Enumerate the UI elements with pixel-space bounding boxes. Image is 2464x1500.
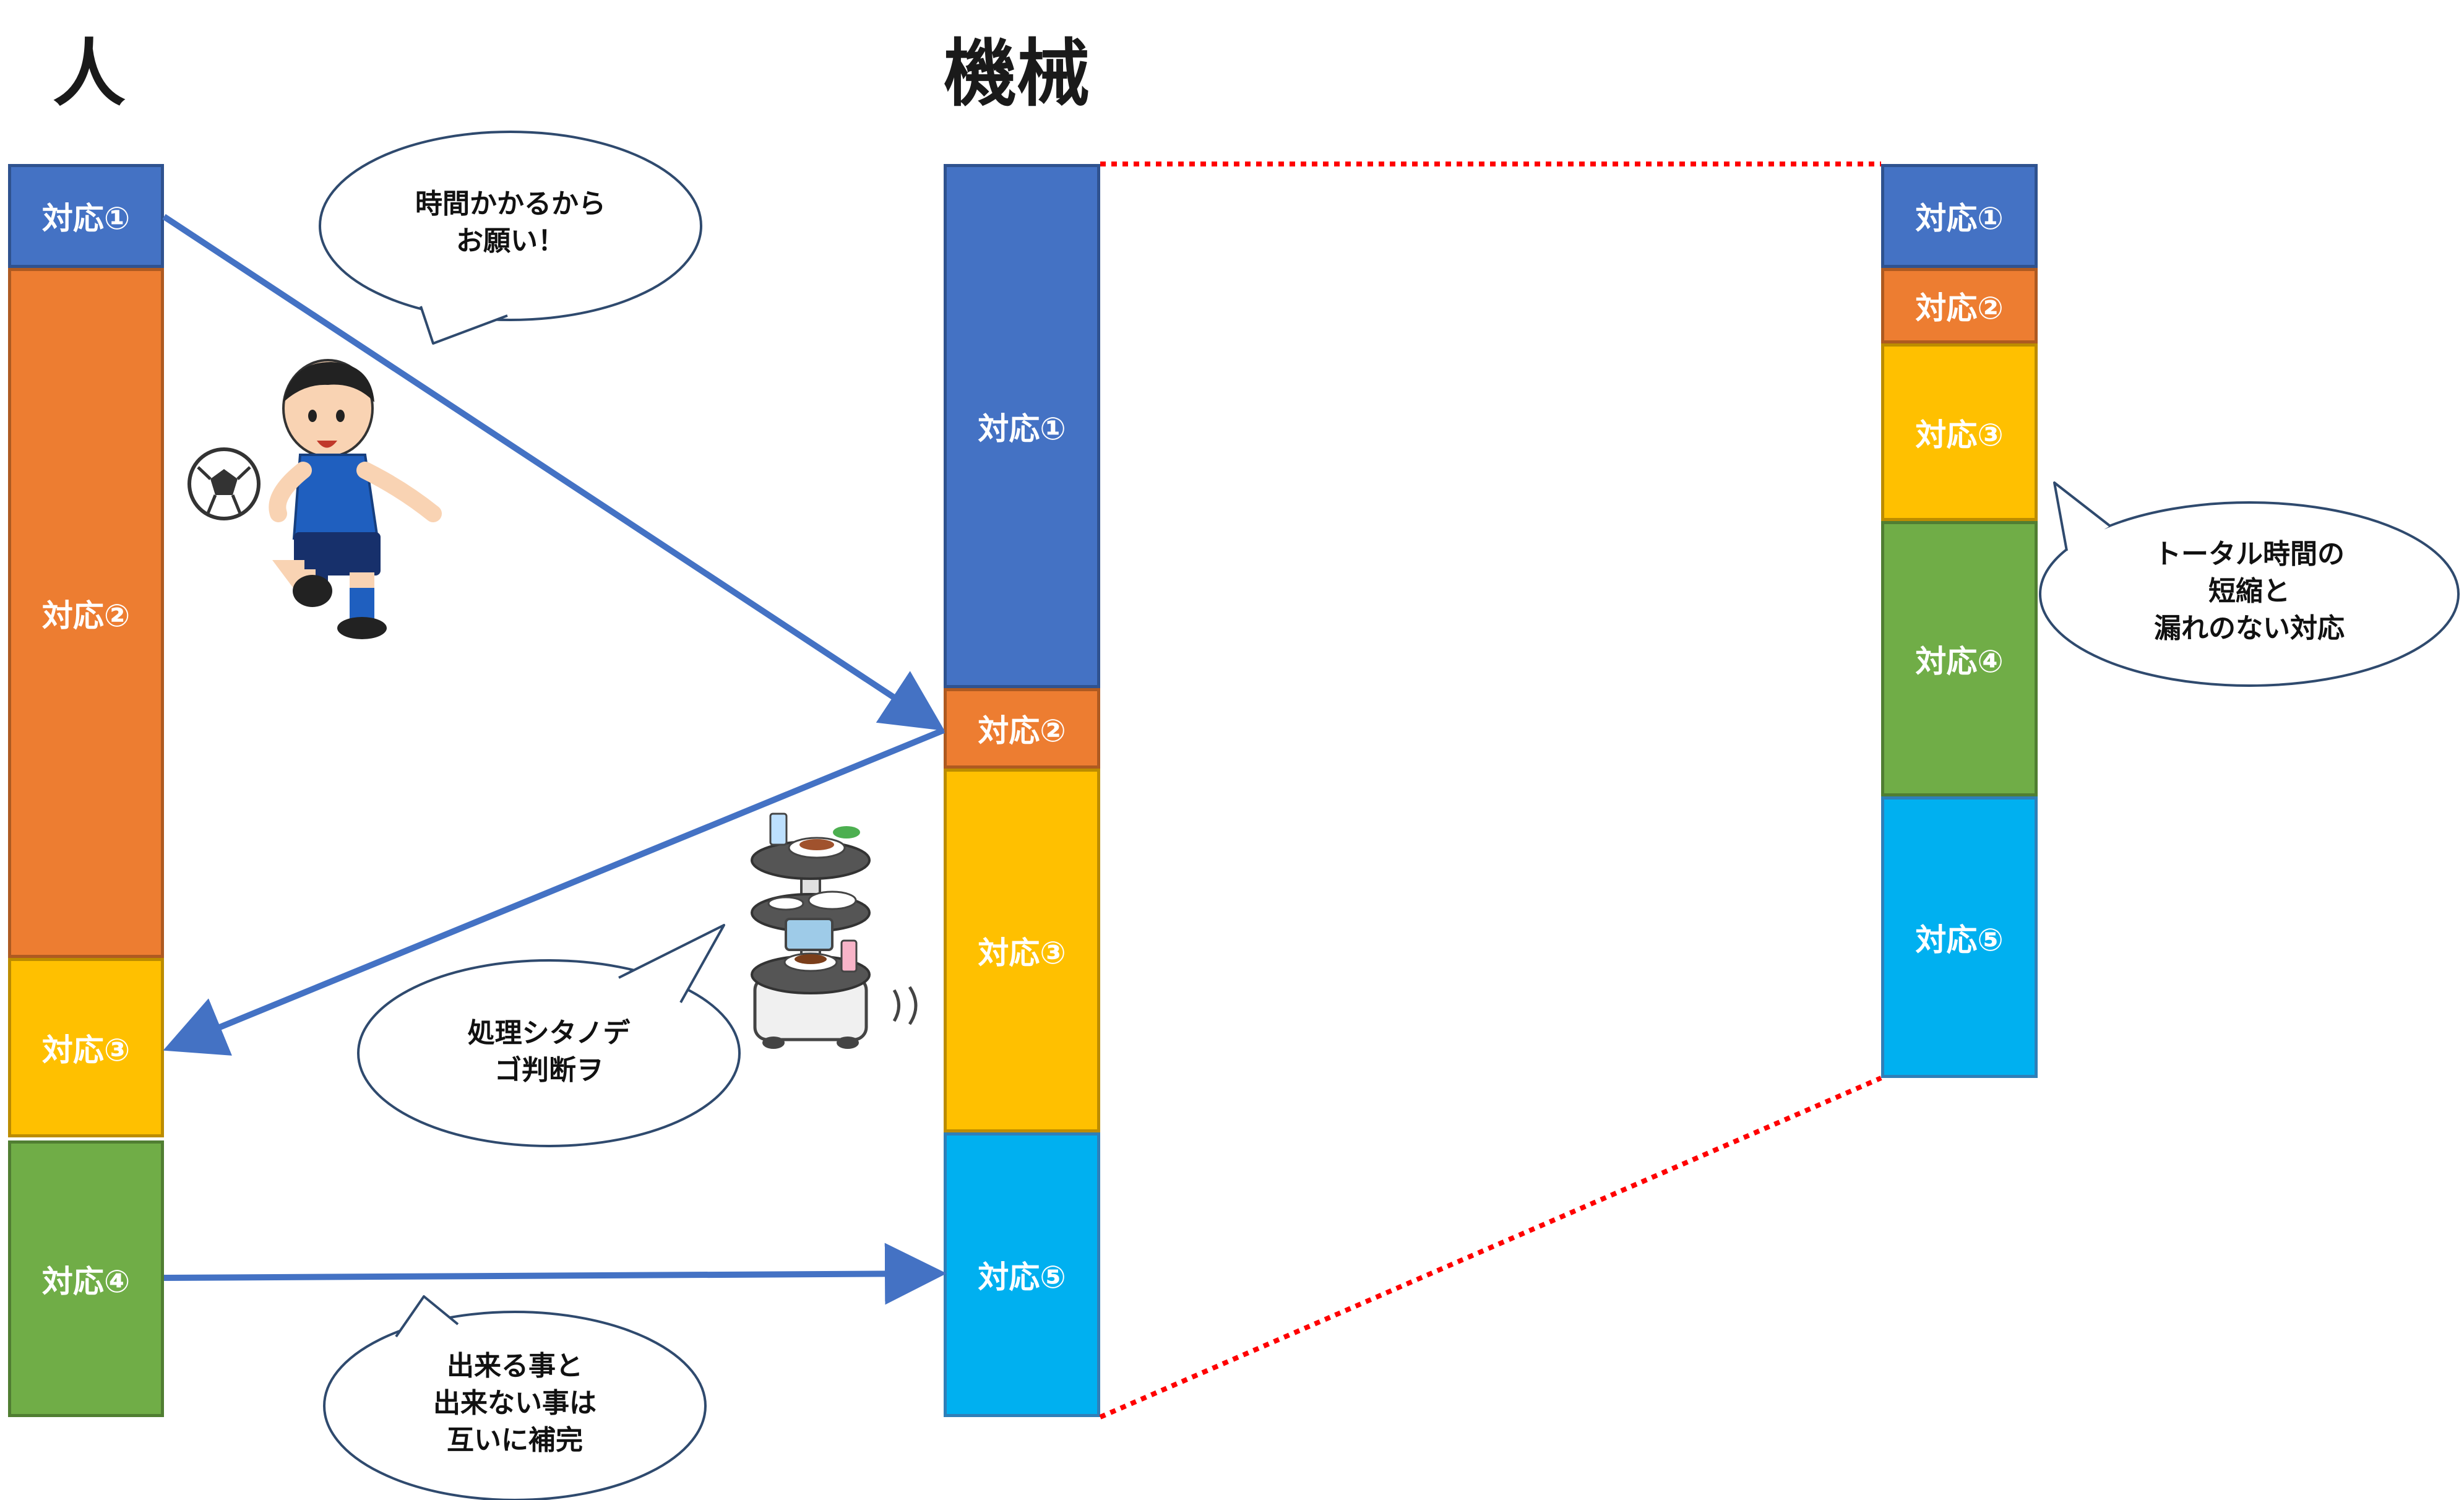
result-task-1: 対応① [1881, 164, 2038, 268]
bubble-robot-text: 処理シタノデ ゴ判断ヲ [420, 1015, 678, 1089]
bubble-line: 互いに補完 [447, 1425, 583, 1456]
bubble-line: ゴ判断ヲ [494, 1054, 603, 1086]
result-task-5: 対応⑤ [1881, 796, 2038, 1078]
speech-bubble-time-request [319, 131, 702, 345]
machine-task-1: 対応① [944, 164, 1100, 688]
result-task-3: 対応③ [1881, 343, 2038, 521]
speech-bubble-complement [323, 1295, 707, 1500]
bubble-time-request-text: 時間かかるから お願い！ [382, 186, 639, 260]
result-task-2: 対応② [1881, 268, 2038, 343]
machine-task-5: 対応⑤ [944, 1132, 1100, 1417]
machine-task-3: 対応③ [944, 769, 1100, 1132]
result-task-4: 対応④ [1881, 521, 2038, 796]
human-title: 人 [53, 31, 126, 116]
human-task-3: 対応③ [8, 958, 164, 1137]
machine-task-2: 対応② [944, 688, 1100, 769]
speech-bubble-summary [2039, 481, 2460, 687]
bubble-line: 短縮と [2208, 575, 2290, 607]
bubble-line: 処理シタノデ [467, 1017, 631, 1049]
bubble-line: 漏れのない対応 [2154, 613, 2345, 644]
speech-bubble-robot [357, 924, 741, 1147]
serving-robot-icon [751, 812, 918, 1049]
bubble-line: 出来る事と [447, 1350, 583, 1382]
human-task-4: 対応④ [8, 1140, 164, 1417]
bubble-line: お願い！ [456, 225, 565, 257]
bubble-complement-text: 出来る事と 出来ない事は 互いに補完 [386, 1348, 644, 1459]
machine-title: 機械 [944, 31, 1090, 116]
arrow-human4-to-machine5 [163, 1243, 947, 1305]
dotted-connector-bottom [1099, 1075, 1882, 1420]
bubble-line: トータル時間の [2154, 538, 2345, 570]
arrow-human1-to-machine2 [162, 213, 945, 731]
bubble-line: 出来ない事は [433, 1387, 597, 1419]
human-task-1: 対応① [8, 164, 164, 268]
bubble-summary-text: トータル時間の 短縮と 漏れのない対応 [2121, 536, 2378, 647]
arrow-machine2-to-human3 [163, 727, 945, 1056]
soccer-player-icon [187, 359, 442, 639]
human-task-2: 対応② [8, 268, 164, 958]
bubble-line: 時間かかるから [415, 188, 606, 220]
